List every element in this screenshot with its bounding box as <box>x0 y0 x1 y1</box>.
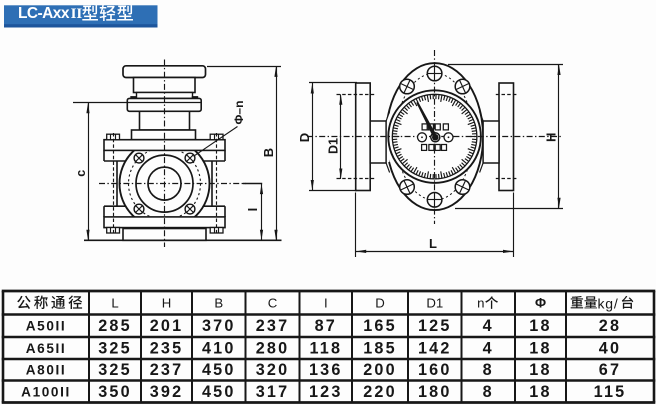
svg-text:40: 40 <box>599 340 621 358</box>
svg-text:180: 180 <box>418 383 452 401</box>
svg-text:237: 237 <box>256 317 290 335</box>
svg-text:A65II: A65II <box>26 341 67 356</box>
svg-text:A100II: A100II <box>21 385 71 400</box>
svg-text:220: 220 <box>363 383 397 401</box>
svg-text:H: H <box>543 133 558 142</box>
svg-text:A80II: A80II <box>26 363 67 378</box>
svg-text:Φ: Φ <box>535 296 546 311</box>
svg-text:n: n <box>477 296 484 311</box>
svg-text:B: B <box>261 148 276 157</box>
svg-text:II: II <box>71 6 83 22</box>
svg-text:350: 350 <box>98 383 132 401</box>
svg-text:125: 125 <box>418 317 452 335</box>
svg-text:D1: D1 <box>326 138 340 154</box>
svg-text:285: 285 <box>98 317 132 335</box>
svg-text:28: 28 <box>599 317 621 335</box>
svg-text:165: 165 <box>363 317 397 335</box>
svg-text:201: 201 <box>150 317 184 335</box>
svg-text:67: 67 <box>599 361 621 379</box>
svg-text:160: 160 <box>418 361 452 379</box>
svg-text:H: H <box>162 296 172 311</box>
svg-text:317: 317 <box>256 383 290 401</box>
svg-text:I: I <box>324 296 328 311</box>
svg-text:87: 87 <box>315 317 337 335</box>
svg-text:Φ–n: Φ–n <box>232 101 246 125</box>
svg-text:136: 136 <box>309 361 343 379</box>
svg-text:185: 185 <box>363 340 397 358</box>
svg-text:C: C <box>268 296 278 311</box>
svg-text:325: 325 <box>98 340 132 358</box>
svg-text:B: B <box>214 296 223 311</box>
svg-text:200: 200 <box>363 361 397 379</box>
svg-text:235: 235 <box>150 340 184 358</box>
svg-text:325: 325 <box>98 361 132 379</box>
svg-text:LC-Axx: LC-Axx <box>18 5 70 22</box>
svg-text:370: 370 <box>202 317 236 335</box>
svg-text:115: 115 <box>594 383 627 401</box>
svg-text:410: 410 <box>202 340 236 358</box>
svg-text:237: 237 <box>150 361 184 379</box>
svg-text:18: 18 <box>529 361 551 379</box>
svg-text:L: L <box>429 236 437 251</box>
svg-text:A50II: A50II <box>26 319 67 334</box>
svg-text:8: 8 <box>483 383 494 401</box>
svg-text:18: 18 <box>529 383 551 401</box>
svg-text:D: D <box>375 296 385 311</box>
svg-text:280: 280 <box>256 340 290 358</box>
svg-text:c: c <box>74 170 88 177</box>
svg-text:18: 18 <box>529 317 551 335</box>
svg-text:320: 320 <box>256 361 290 379</box>
svg-text:392: 392 <box>150 383 184 401</box>
svg-text:118: 118 <box>309 340 342 358</box>
svg-text:D1: D1 <box>426 296 443 311</box>
svg-text:kg/: kg/ <box>598 295 619 311</box>
svg-text:142: 142 <box>418 340 452 358</box>
svg-text:I: I <box>245 208 260 212</box>
svg-text:18: 18 <box>529 340 551 358</box>
svg-text:4: 4 <box>483 317 494 335</box>
svg-text:4: 4 <box>483 340 494 358</box>
svg-text:8: 8 <box>483 361 494 379</box>
svg-text:123: 123 <box>309 383 343 401</box>
svg-text:L: L <box>111 296 118 311</box>
svg-text:450: 450 <box>202 361 236 379</box>
svg-text:D: D <box>297 133 312 142</box>
svg-text:450: 450 <box>202 383 236 401</box>
